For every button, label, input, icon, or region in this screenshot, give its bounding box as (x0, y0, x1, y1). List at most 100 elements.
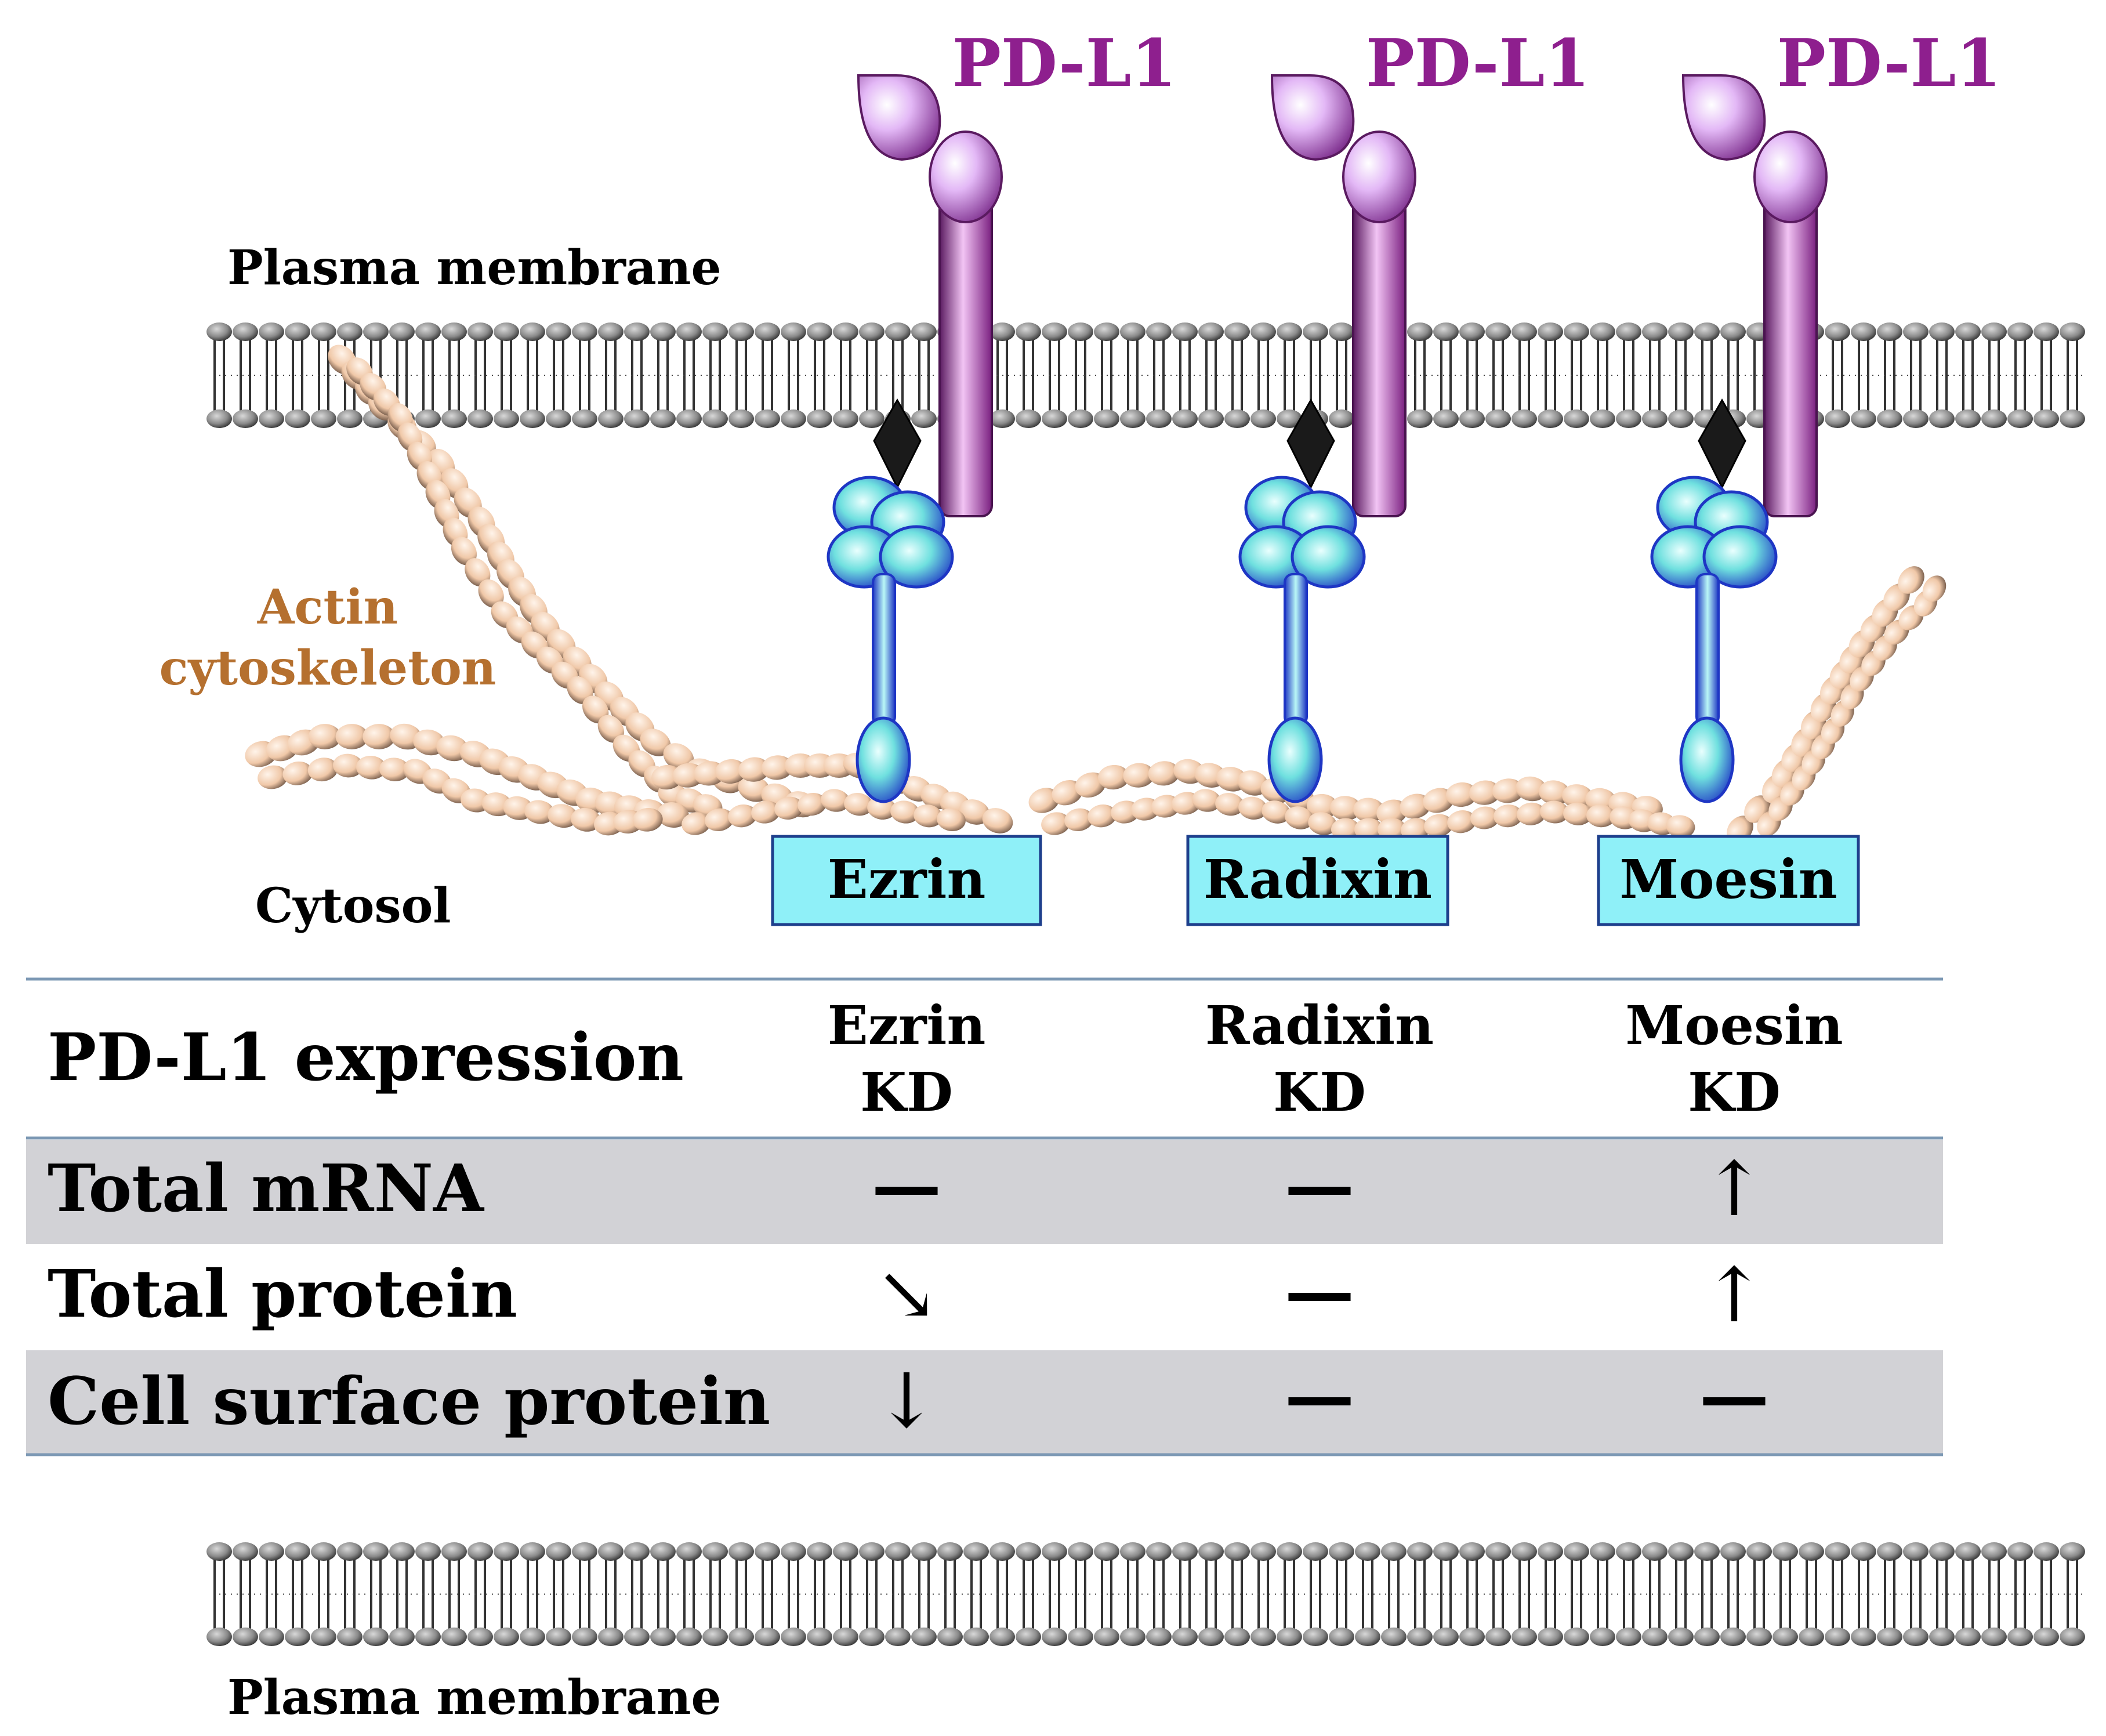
lipid-head (1590, 1542, 1615, 1561)
actin-bead (333, 753, 363, 778)
lipid-head (728, 1542, 754, 1561)
lipid-head (337, 409, 363, 428)
actin-bead (657, 802, 689, 828)
lipid-head (1016, 1542, 1041, 1561)
lipid-head (781, 1542, 806, 1561)
lipid-head (494, 409, 519, 428)
lipid-head (2033, 409, 2059, 428)
lipid-head (755, 1628, 780, 1646)
lipid-head (1668, 1542, 1694, 1561)
lipid-head (206, 1542, 232, 1561)
lipid-head (1433, 1542, 1459, 1561)
lipid-head (1799, 1542, 1824, 1561)
lipid-head (1329, 1628, 1354, 1646)
actin-bead (867, 796, 896, 820)
lipid-head (1250, 322, 1276, 341)
lipid-head (1903, 409, 1929, 428)
lipid-head (1068, 1542, 1093, 1561)
lipid-head (1538, 1628, 1563, 1646)
lipid-head (1642, 1628, 1668, 1646)
lipid-head (1720, 1628, 1746, 1646)
actin-bead (363, 724, 396, 749)
lipid-head (1042, 409, 1067, 428)
row-label-cell-surface-protein: Cell surface protein (48, 1364, 770, 1440)
lipid-head (1929, 1628, 1955, 1646)
lipid-head (259, 1542, 284, 1561)
lipid-head (1564, 1628, 1589, 1646)
lipid-head (650, 409, 676, 428)
lipid-head (1590, 1628, 1615, 1646)
actin-bead (451, 537, 477, 566)
lipid-head (1094, 322, 1119, 341)
lipid-head (1250, 1542, 1276, 1561)
lipid-head (1016, 1628, 1041, 1646)
lipid-head (2033, 1542, 2059, 1561)
actin-bead (335, 724, 368, 749)
lipid-head (1642, 409, 1668, 428)
lipid-head (624, 1542, 650, 1561)
lipid-head (1616, 1542, 1641, 1561)
actin-bead (1446, 782, 1477, 807)
actin-bead (821, 789, 850, 812)
lipid-head (1068, 409, 1093, 428)
pdl1-transmembrane-stem (1763, 190, 1818, 517)
col-moesin-line2: KD (1688, 1061, 1781, 1123)
erm-alpha-helix (1695, 573, 1720, 726)
actin-bead (1052, 780, 1083, 806)
lipid-head (807, 322, 832, 341)
lipid-head (676, 1542, 702, 1561)
pdl1-ig-domain (929, 131, 1003, 223)
lipid-head (702, 409, 728, 428)
lipid-head (624, 1628, 650, 1646)
lipid-head (702, 322, 728, 341)
lipid-head (1355, 1542, 1380, 1561)
actin-bead (582, 695, 609, 724)
actin-bead (1064, 808, 1093, 832)
lipid-head (1224, 1628, 1250, 1646)
col-ezrin-line1: Ezrin (828, 994, 986, 1057)
lipid-head (963, 1628, 989, 1646)
lipid-head (259, 322, 284, 341)
lipid-head (1198, 322, 1224, 341)
lipid-head (989, 322, 1015, 341)
lipid-head (572, 1628, 597, 1646)
lipid-head (1720, 322, 1746, 341)
actin-bead (1262, 800, 1291, 824)
lipid-head (1094, 1628, 1119, 1646)
lipid-head (1903, 1628, 1929, 1646)
lipid-head (1564, 409, 1589, 428)
lipid-head (2060, 409, 2085, 428)
lipid-head (1746, 1542, 1772, 1561)
lipid-head (337, 322, 363, 341)
lipid-head (1511, 409, 1537, 428)
actin-bead (937, 808, 966, 832)
lipid-head (1198, 409, 1224, 428)
lipid-head (520, 322, 545, 341)
actin-bead (1470, 806, 1499, 829)
lipid-head (1224, 409, 1250, 428)
lipid-head (1538, 409, 1563, 428)
cell-mrna-moesin: ↑ (1703, 1145, 1766, 1233)
radixin-box: Radixin (1186, 835, 1449, 926)
lipid-head (1485, 409, 1511, 428)
actin-bead (1238, 796, 1267, 820)
cell-protein-radixin: — (1285, 1251, 1354, 1332)
actin-bead (982, 808, 1013, 833)
lipid-head (285, 409, 310, 428)
actin-bead (567, 676, 593, 704)
lipid-head (1851, 1628, 1876, 1646)
lipid-head (546, 1542, 571, 1561)
actin-bead (548, 804, 578, 828)
pdl1-transmembrane-stem (938, 190, 993, 517)
moesin-box-label: Moesin (1619, 848, 1837, 911)
lipid-head (1485, 1628, 1511, 1646)
lipid-head (989, 409, 1015, 428)
lipid-head (1042, 322, 1067, 341)
actin-bead (1492, 778, 1524, 803)
lipid-head (1407, 409, 1433, 428)
lipid-head (937, 1542, 963, 1561)
lipid-head (807, 1628, 832, 1646)
lipid-head (989, 1628, 1015, 1646)
lipid-head (1250, 1628, 1276, 1646)
lipid-head (1955, 1542, 1981, 1561)
